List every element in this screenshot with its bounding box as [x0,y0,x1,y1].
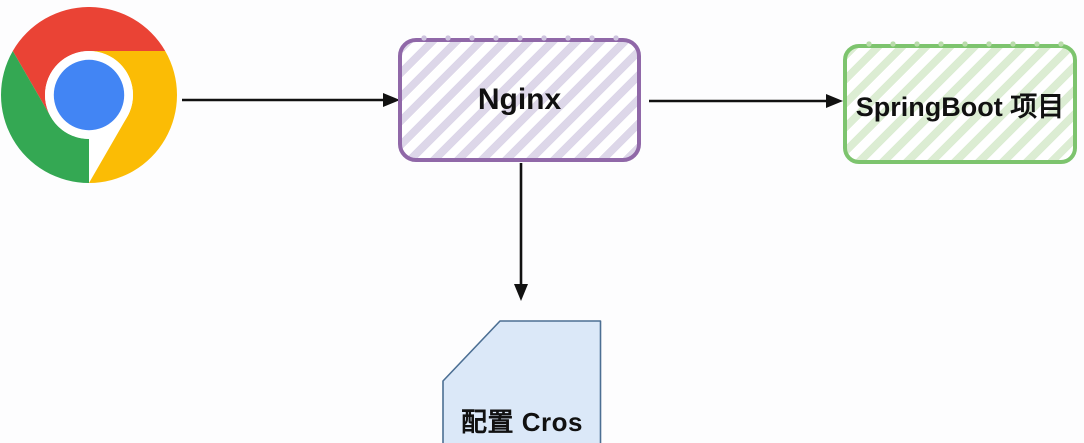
arrow-nginx-to-springboot [649,94,843,108]
node-nginx: Nginx [398,34,641,162]
node-springboot-label: SpringBoot 项目 [855,91,1065,122]
node-cros-document [442,320,602,443]
node-cros-label: 配置 Cros [461,407,583,437]
arrow-browser-to-nginx [182,93,400,107]
arrow-nginx-to-cros [514,163,528,301]
chrome-browser-icon [1,7,177,183]
node-springboot: SpringBoot 项目 [843,40,1077,164]
node-nginx-label: Nginx [477,83,562,116]
